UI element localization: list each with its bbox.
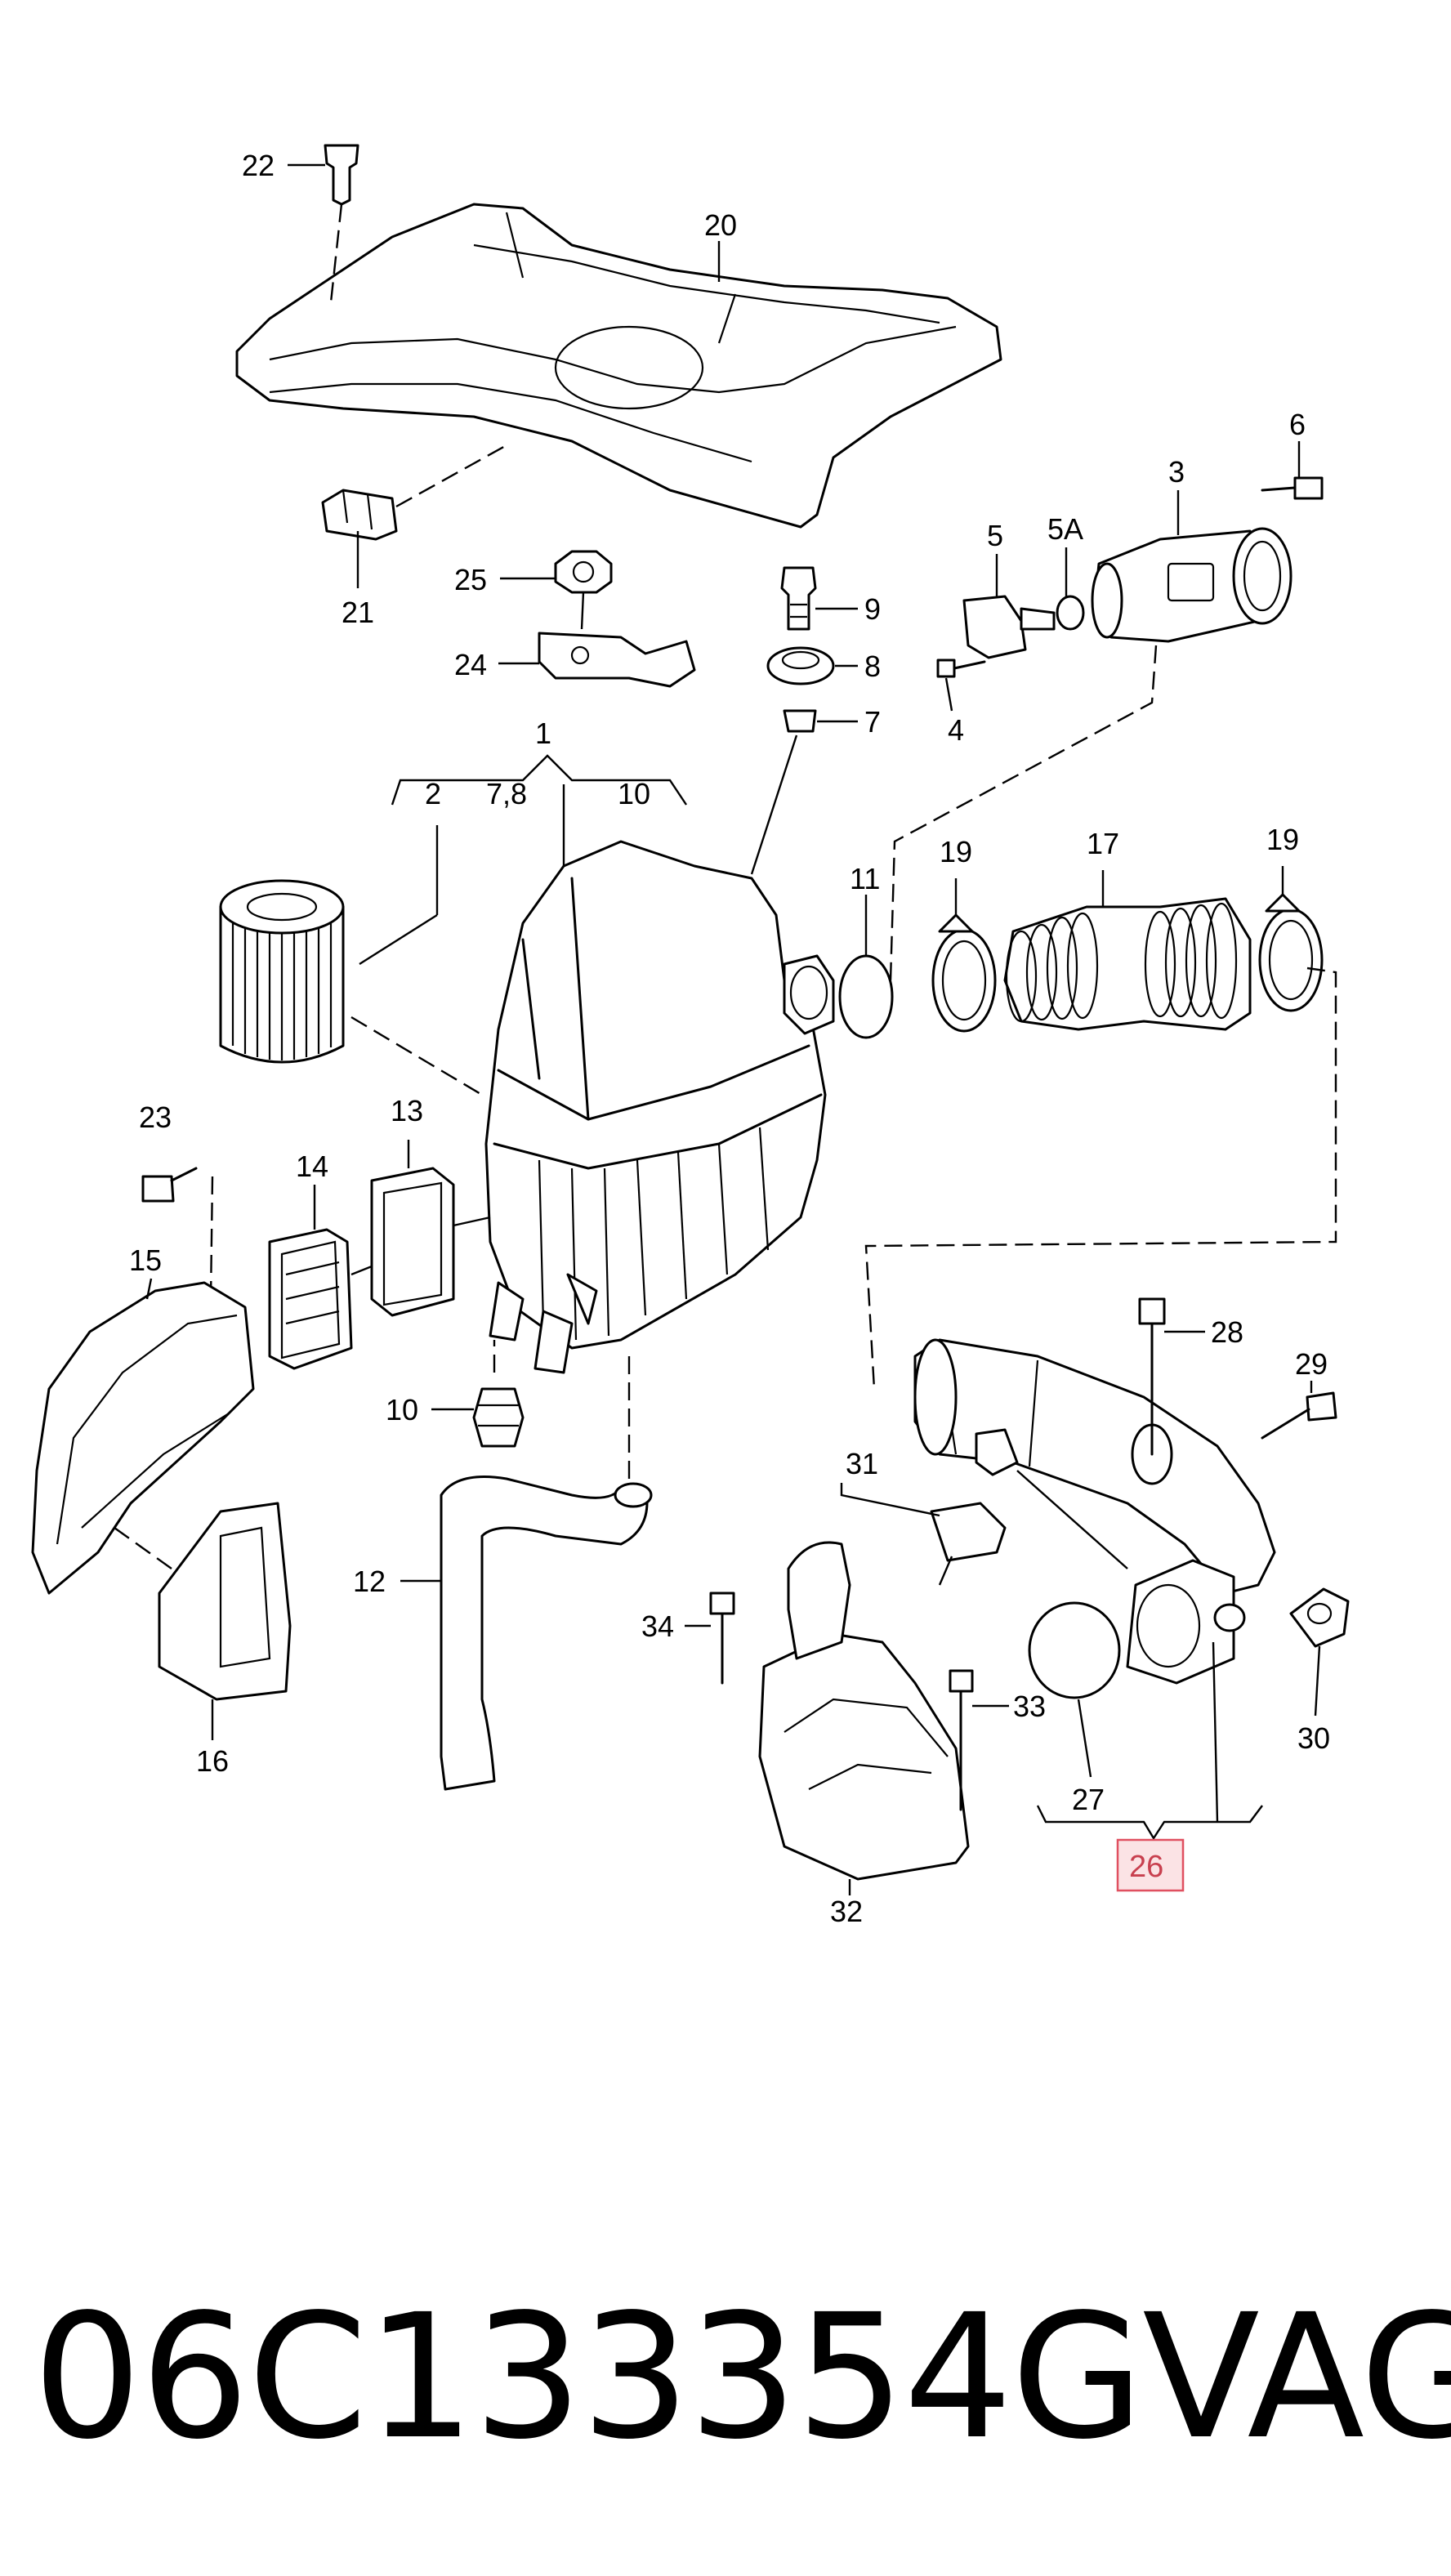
callout-12: 12 [353,1565,386,1598]
leader-clamp-to-duct [864,967,1337,1390]
brand-name: VAG [1142,2277,1451,2477]
callout-21: 21 [342,596,374,629]
callout-27: 27 [1072,1783,1105,1816]
part-5-sensor [962,595,1056,659]
part-33-bolt [949,1669,974,1811]
part-29-bolt [1261,1381,1337,1440]
part-25-nut [554,550,613,630]
part-13-seal [370,1140,455,1317]
part-6-screw [1261,476,1324,500]
part-26-duct [913,1338,1276,1685]
callout-2: 2 [425,777,441,810]
callout-1: 1 [535,717,551,750]
callout-leaders [288,163,1301,1708]
part-10-grommet [472,1340,525,1448]
callout-3: 3 [1168,455,1185,489]
callout-7-8: 7,8 [486,777,527,810]
part-7-sleeve [750,709,817,875]
callout-10-side: 10 [386,1393,418,1426]
part-1-airbox [484,784,835,1374]
callout-9: 9 [864,592,881,626]
callout-28: 28 [1211,1315,1243,1349]
callout-25: 25 [454,563,487,596]
part-22-clip [324,144,359,303]
callout-32: 32 [830,1895,863,1928]
callout-19-left: 19 [940,835,972,868]
part-21-bracket [321,444,507,541]
callout-16: 16 [196,1744,229,1778]
callout-5: 5 [987,519,1003,552]
part-17-bellows [1003,870,1252,1031]
callout-26-highlight: 26 [1116,1838,1185,1892]
callout-31: 31 [846,1447,878,1480]
bracket-26 [1036,1805,1263,1841]
part-4-screw [936,659,986,678]
highlight-box [1116,1838,1185,1892]
exploded-parts-diagram: 22 20 21 25 24 9 8 7 6 3 5 5A 4 1 2 7,8 … [31,144,1350,1928]
callout-23: 23 [139,1100,172,1134]
callout-11: 11 [850,862,880,895]
part-9-screw [780,566,817,631]
callout-6: 6 [1289,408,1306,441]
part-19-clamp-right [1258,866,1324,1012]
part-15-duct [31,1278,255,1595]
leader-maf-to-box [889,645,1158,981]
part-24-bracket [538,632,696,688]
part-27-oring [1028,1601,1121,1778]
callout-19-right: 19 [1266,823,1299,856]
callout-13: 13 [391,1094,423,1127]
callout-29: 29 [1295,1347,1328,1381]
callout-10-top: 10 [618,777,650,810]
callout-22: 22 [242,149,275,182]
part-1-bracket-line [391,754,687,806]
callout-15: 15 [129,1243,162,1277]
callout-17: 17 [1087,827,1119,860]
part-11-oring [838,895,894,1039]
part-number: 06C133354G [33,2277,1144,2477]
callout-labels: 22 20 21 25 24 9 8 7 6 3 5 5A 4 1 2 7,8 … [129,149,1330,1928]
part-20-cover [235,203,1002,529]
leader-26-duct [1212,1641,1219,1823]
footer-caption: 06C133354G VAG [33,2271,1451,2484]
part-30-elbow [1289,1587,1350,1717]
callout-26: 26 [1129,1850,1163,1884]
callout-14: 14 [296,1150,328,1183]
part-16-intake [114,1502,292,1740]
part-28-bolt [1138,1297,1166,1456]
callout-4: 4 [948,713,964,747]
part-12-hose [440,1356,653,1791]
part-3-maf-housing [1091,527,1293,643]
callout-8: 8 [864,650,881,683]
part-2-filter [219,825,483,1096]
part-32-resonator [758,1541,970,1895]
part-31-connector [840,1428,1128,1586]
callout-7: 7 [864,705,881,739]
part-34-bolt [709,1592,735,1685]
callout-30: 30 [1297,1721,1330,1755]
part-8-grommet [766,646,835,685]
part-14-seal [268,1185,491,1370]
callout-20: 20 [704,208,737,242]
part-19-clamp-left [931,878,997,1033]
callout-24: 24 [454,648,487,681]
callout-5a: 5A [1047,512,1083,546]
part-5a-oring [1056,595,1085,631]
part-23-screw [141,1167,214,1300]
callout-33: 33 [1013,1690,1046,1723]
callout-34: 34 [641,1609,674,1643]
